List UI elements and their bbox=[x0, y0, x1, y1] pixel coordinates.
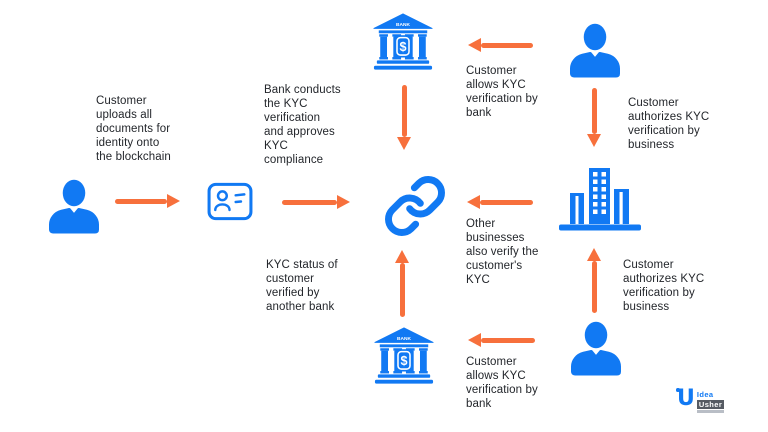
logo-name-top: Idea bbox=[696, 390, 714, 399]
person-icon-left bbox=[44, 174, 104, 240]
bank-icon-top: BANK $ bbox=[372, 13, 434, 71]
label-bank-conducts: Bank conducts the KYC verification and a… bbox=[264, 84, 341, 166]
label-other-businesses: Other businesses also verify the custome… bbox=[466, 218, 539, 286]
bank-icon-bottom: BANK $ bbox=[373, 327, 435, 385]
svg-text:$: $ bbox=[401, 354, 408, 368]
logo-name-bottom: Usher bbox=[696, 400, 725, 409]
label-customer-allows-top: Customer allows KYC verification by bank bbox=[466, 65, 538, 119]
logo-u-mark: U bbox=[676, 386, 695, 411]
building-icon bbox=[556, 166, 644, 232]
person-icon-bottom-right bbox=[566, 316, 626, 382]
label-customer-authorizes-top: Customer authorizes KYC verification by … bbox=[628, 97, 710, 151]
arrow-customer-top-to-business bbox=[592, 88, 597, 134]
arrow-customer-bottom-to-bank bbox=[481, 338, 535, 343]
label-customer-uploads: Customer uploads all documents for ident… bbox=[96, 95, 171, 163]
arrow-business-to-blockchain bbox=[480, 200, 533, 205]
arrow-customer-bottom-to-business bbox=[592, 261, 597, 313]
svg-text:$: $ bbox=[400, 40, 407, 54]
arrow-customer-top-to-bank bbox=[481, 43, 533, 48]
arrow-bank-top-to-blockchain bbox=[402, 85, 407, 137]
idea-usher-logo: U Idea Usher bbox=[676, 386, 735, 416]
chain-link-icon bbox=[382, 174, 448, 238]
label-customer-allows-bottom: Customer allows KYC verification by bank bbox=[466, 356, 538, 410]
svg-text:BANK: BANK bbox=[397, 336, 411, 342]
arrow-customer-to-document bbox=[115, 199, 167, 204]
svg-text:BANK: BANK bbox=[396, 22, 410, 28]
id-card-icon bbox=[207, 182, 253, 221]
person-icon-top-right bbox=[565, 20, 625, 82]
arrow-bank-bottom-to-blockchain bbox=[400, 263, 405, 317]
label-customer-authorizes-bottom: Customer authorizes KYC verification by … bbox=[623, 259, 705, 313]
arrow-document-to-blockchain bbox=[282, 200, 337, 205]
label-kyc-status: KYC status of customer verified by anoth… bbox=[266, 259, 338, 313]
logo-tagline-bar bbox=[696, 410, 725, 413]
logo-dot bbox=[676, 388, 680, 392]
